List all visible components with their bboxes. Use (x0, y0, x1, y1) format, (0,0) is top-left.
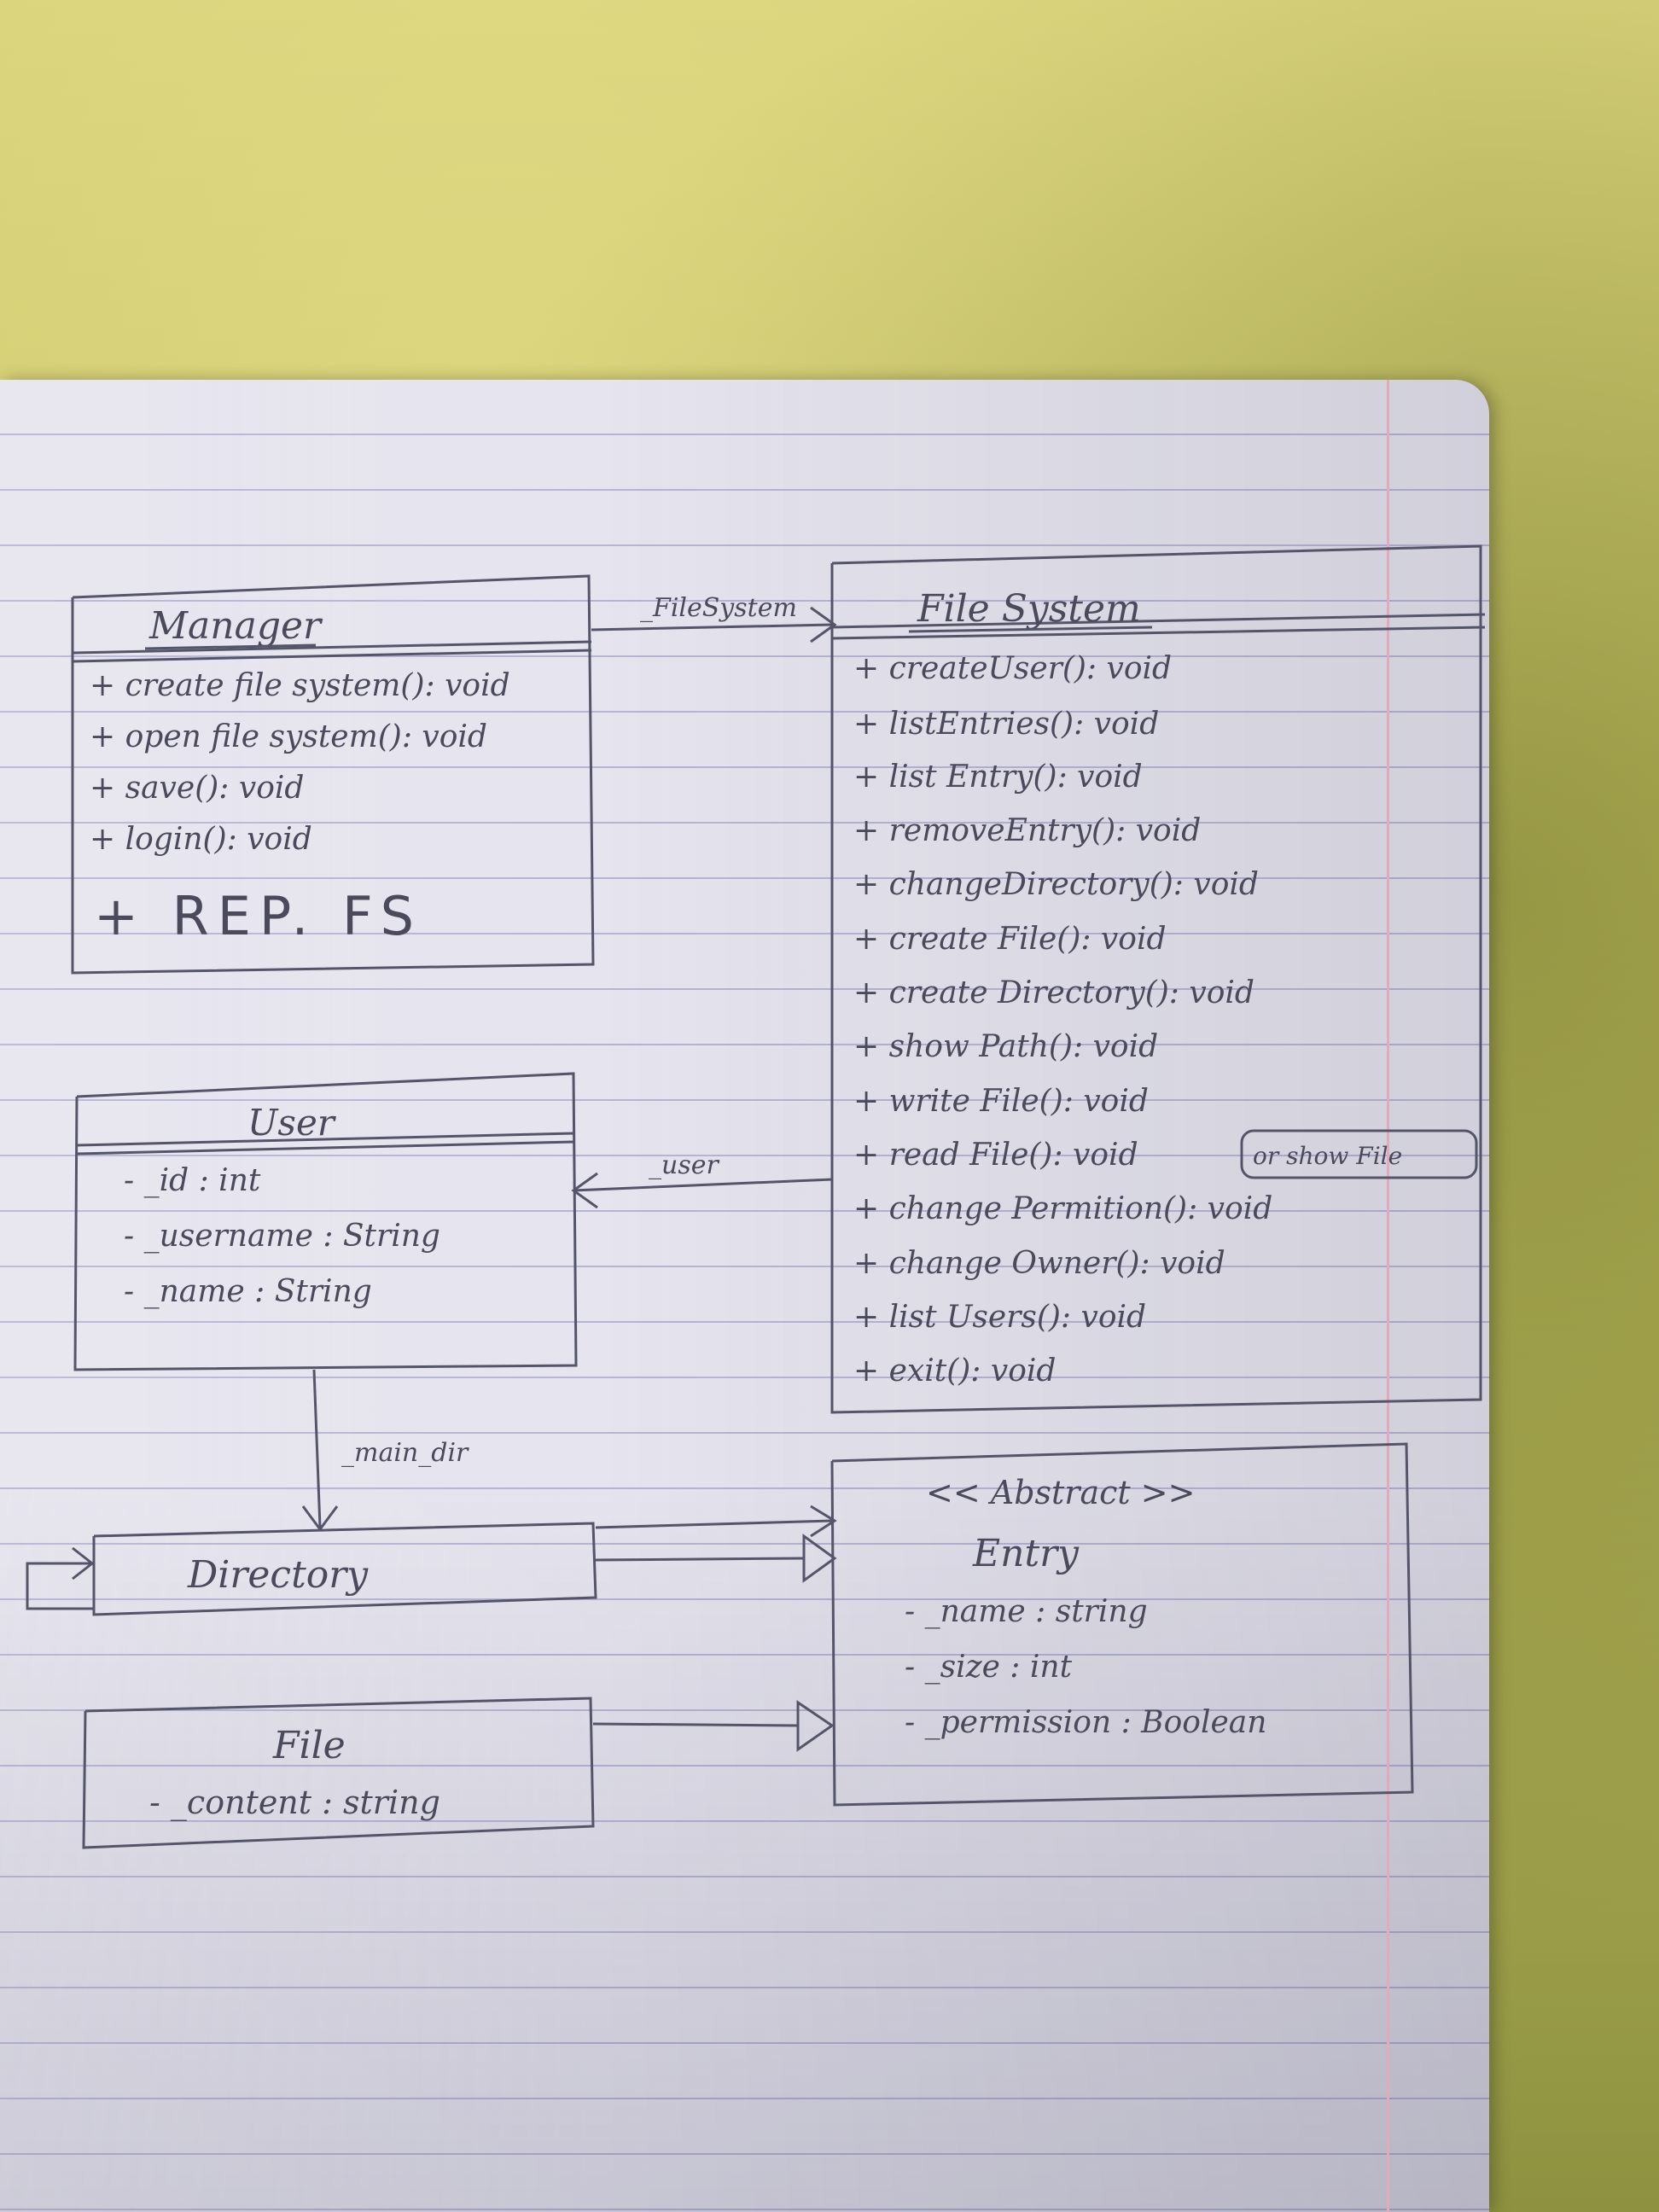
file-system-method: + show Path(): void (853, 1029, 1158, 1064)
user-directory-association: _main_dir (301, 1369, 469, 1532)
user-divider (76, 1132, 575, 1147)
association-line (312, 1369, 322, 1528)
association-line (591, 623, 833, 632)
manager-method: + save(): void (90, 771, 304, 806)
arrowhead (810, 606, 837, 643)
manager-method: + login(): void (90, 822, 312, 857)
manager-box (71, 574, 595, 975)
file-system-method: + read File(): void (853, 1138, 1138, 1173)
directory-self-association (26, 1562, 94, 1610)
file-system-method: + create Directory(): void (853, 975, 1254, 1010)
entry-box (830, 1442, 1414, 1807)
inheritance-line (592, 1722, 799, 1727)
manager-name: Manager (148, 604, 323, 648)
association-label: _FileSystem (640, 593, 797, 623)
entry-attribute: - _size : int (905, 1650, 1073, 1685)
association-line (595, 1519, 833, 1529)
file-system-method: + write File(): void (853, 1084, 1149, 1119)
entry-name: Entry (972, 1532, 1080, 1575)
user-attribute: - _name : String (124, 1274, 372, 1309)
file-box (82, 1697, 595, 1849)
margin-line (1387, 380, 1389, 2212)
manager-divider-2 (72, 649, 592, 663)
file-system-note-box (1240, 1129, 1478, 1179)
file-system-method: + change Owner(): void (853, 1246, 1225, 1281)
user-name: User (247, 1102, 337, 1144)
inheritance-line (595, 1557, 805, 1562)
file-system-method: + changeDirectory(): void (853, 867, 1259, 902)
file-system-divider-2 (831, 626, 1486, 640)
file-system-name: File System (917, 587, 1141, 631)
entry-attribute: - _name : string (905, 1594, 1148, 1629)
file-system-box (830, 544, 1482, 1414)
entry-class: << Abstract >> Entry - _name : string - … (830, 1442, 1414, 1807)
file-system-note: or show File (1253, 1142, 1402, 1170)
file-entry-inheritance (592, 1700, 835, 1752)
association-label: _main_dir (341, 1438, 469, 1468)
directory-box (92, 1522, 597, 1616)
user-attribute: - _username : String (124, 1219, 440, 1254)
file-system-method: + createUser(): void (853, 651, 1172, 686)
directory-class: Directory (26, 1522, 597, 1616)
user-divider-2 (76, 1140, 575, 1155)
manager-name-underline (144, 643, 317, 650)
user-attribute: - _id : int (124, 1163, 261, 1198)
user-class: User - _id : int - _username : String - … (73, 1072, 578, 1371)
manager-method: + open file system(): void (90, 719, 487, 754)
file-system-method: + removeEntry(): void (853, 813, 1201, 848)
association-label: _user (649, 1150, 719, 1180)
file-system-method: + exit(): void (853, 1353, 1056, 1388)
file-system-method: + list Entry(): void (853, 760, 1143, 795)
manager-fs-association: _FileSystem (591, 593, 837, 643)
association-line (573, 1178, 833, 1192)
manager-class: Manager + create file system(): void + o… (71, 574, 595, 975)
page-shading (0, 380, 1489, 2212)
file-attribute: - _content : string (149, 1784, 440, 1822)
directory-name: Directory (187, 1553, 369, 1597)
manager-divider (72, 640, 592, 655)
user-box (73, 1072, 578, 1371)
inheritance-triangle (796, 1700, 835, 1752)
file-system-method: + change Permition(): void (853, 1191, 1272, 1226)
manager-note: + REP. FS (94, 885, 422, 947)
file-system-method: + list Users(): void (853, 1300, 1146, 1335)
entry-stereotype: << Abstract >> (926, 1474, 1195, 1511)
fs-user-association: _user (571, 1150, 833, 1209)
file-class: File - _content : string (82, 1697, 595, 1849)
notebook-page (0, 380, 1489, 2212)
arrowhead (72, 1546, 95, 1580)
file-name: File (272, 1724, 346, 1767)
manager-method: + create file system(): void (90, 668, 510, 703)
directory-entry-relations (595, 1505, 837, 1583)
file-system-class: File System + createUser(): void + listE… (830, 544, 1486, 1414)
entry-attribute: - _permission : Boolean (905, 1705, 1266, 1740)
file-system-divider (831, 613, 1486, 629)
file-system-method: + listEntries(): void (853, 707, 1159, 742)
file-system-name-underline (908, 626, 1153, 633)
file-system-method: + create File(): void (853, 922, 1167, 957)
inheritance-triangle (802, 1534, 837, 1583)
arrowhead (810, 1505, 837, 1538)
